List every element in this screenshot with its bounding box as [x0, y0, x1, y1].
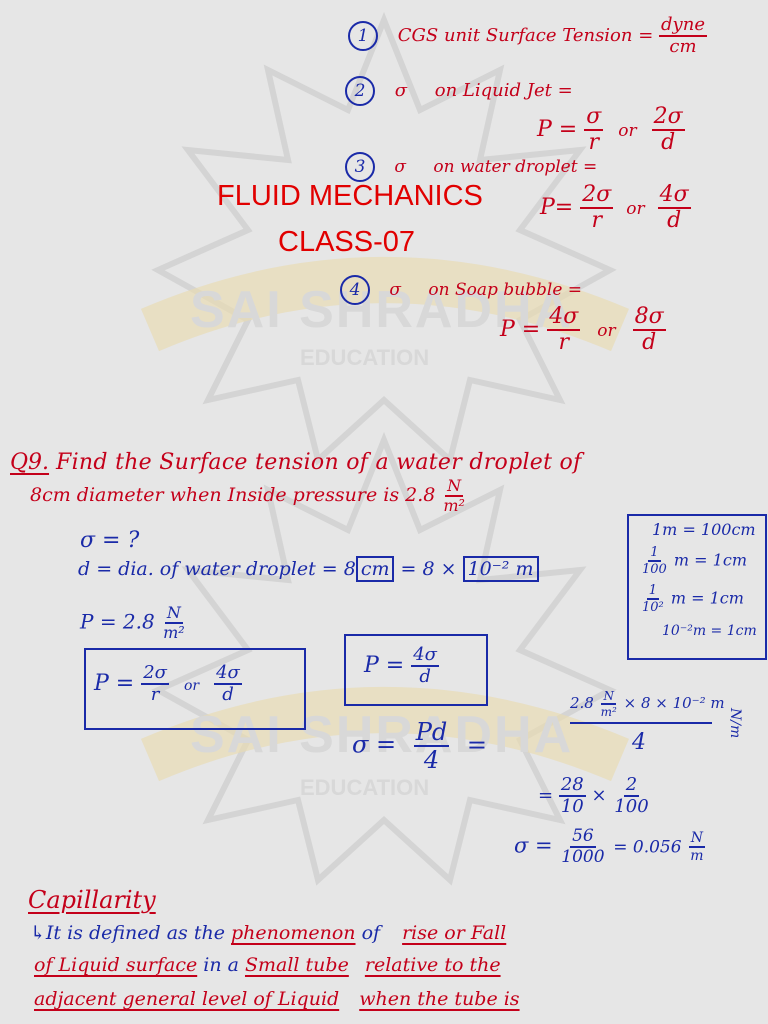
step-1-fraction-bar	[570, 722, 712, 724]
note-4-text: on Soap bubble =	[428, 280, 583, 300]
title-line-2: CLASS-07	[278, 226, 416, 258]
note-1-text: CGS unit Surface Tension =	[397, 25, 654, 46]
note-3-number: 3	[345, 152, 375, 182]
watermark-subtext-2: EDUCATION	[300, 775, 430, 800]
solution-sigma: σ = ?	[80, 528, 140, 553]
note-1-number: 1	[348, 21, 378, 51]
note-4-sigma: σ	[389, 280, 402, 300]
conversion-box	[627, 514, 767, 660]
question-line-2: 8cm diameter when Inside pressure is 2.8…	[30, 478, 467, 514]
step-1-side-unit: N/m	[727, 708, 743, 739]
conversion-line-4: 10⁻²m = 1cm	[662, 623, 757, 639]
capillarity-line-1: ↳It is defined as the phenomenon of rise…	[30, 922, 507, 944]
formula-box-2	[344, 634, 488, 706]
capillarity-line-2: of Liquid surface in a Small tube relati…	[34, 954, 501, 976]
note-3-sigma: σ	[394, 157, 407, 177]
question-text-1: Find the Surface tension of a water drop…	[56, 450, 582, 475]
note-3-text: on water droplet =	[433, 157, 598, 177]
watermark-text-2: SAI SHRADHA	[190, 706, 574, 764]
question-line-1: Q9. Find the Surface tension of a water …	[10, 452, 582, 474]
title-line-1: FLUID MECHANICS	[217, 180, 483, 212]
question-label: Q9.	[10, 450, 50, 475]
note-2-text: on Liquid Jet =	[434, 80, 573, 101]
note-4: 4 σ on Soap bubble =	[340, 275, 582, 305]
formula-box-1	[84, 648, 306, 730]
step-1-denominator: 4	[632, 730, 646, 755]
conversion-line-1: 1m = 100cm	[652, 520, 756, 539]
watermark-text-1: SAI SHRADHA	[190, 281, 574, 339]
note-2-number: 2	[345, 76, 375, 106]
note-2-sigma: σ	[394, 80, 408, 101]
note-4-number: 4	[340, 275, 370, 305]
note-2: 2 σ on Liquid Jet =	[345, 76, 573, 106]
watermark-subtext-1: EDUCATION	[300, 345, 430, 370]
question-text-2: 8cm diameter when Inside pressure is 2.8	[30, 484, 436, 506]
capillarity-heading: Capillarity	[28, 886, 156, 914]
capillarity-line-3: adjacent general level of Liquid when th…	[34, 988, 520, 1010]
note-3: 3 σ on water droplet =	[345, 152, 597, 182]
